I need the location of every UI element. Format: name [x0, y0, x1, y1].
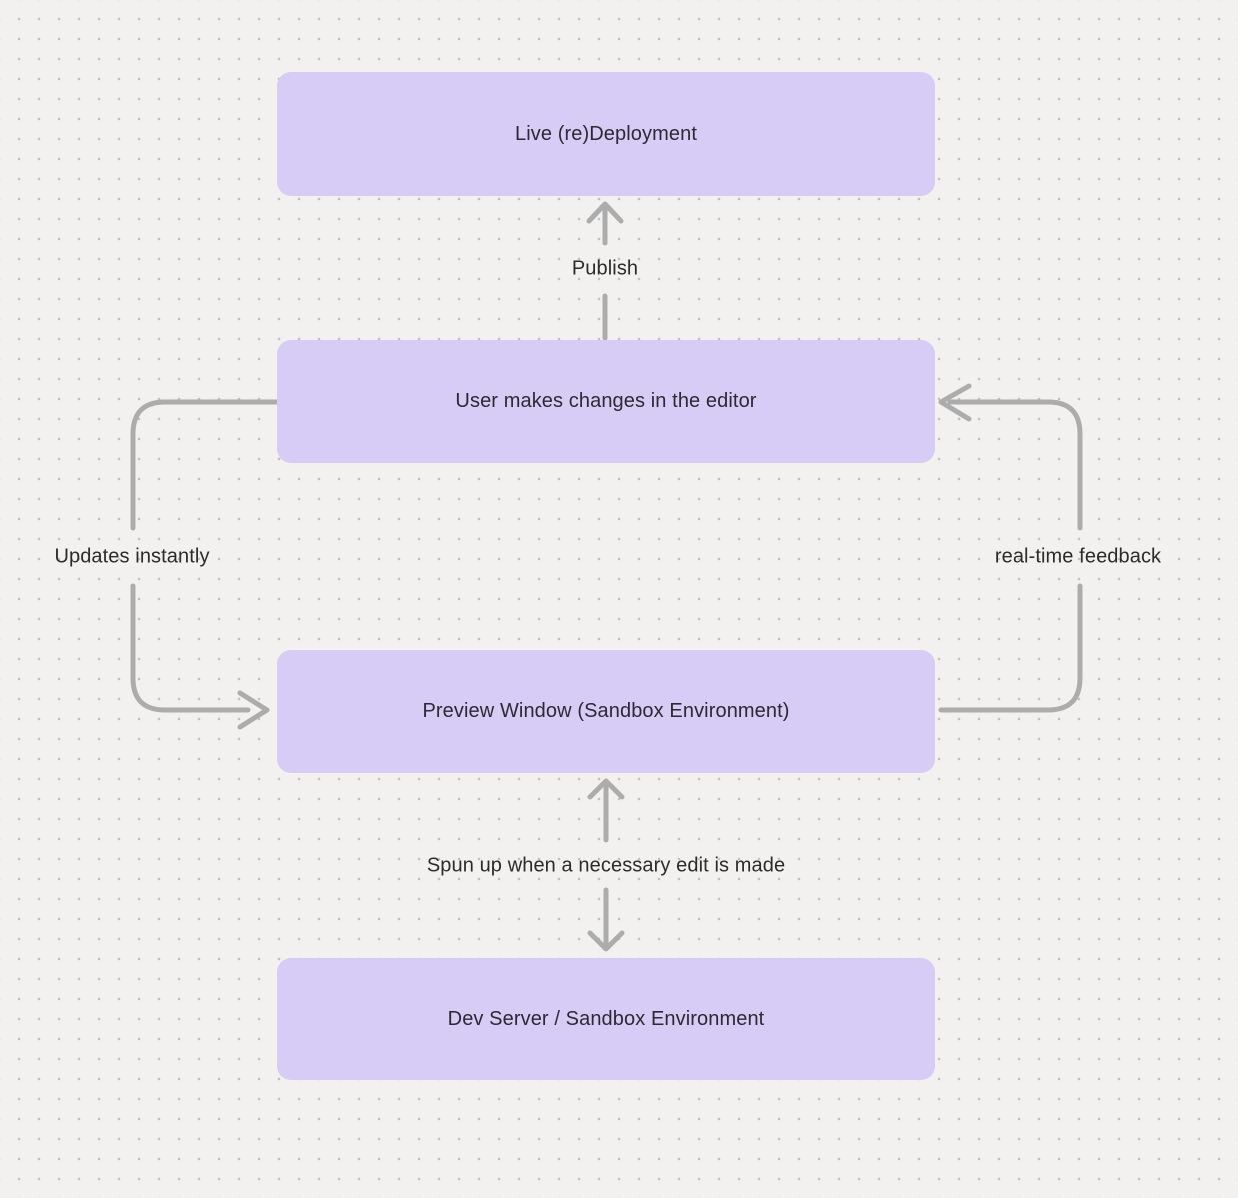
- updates-arrowhead[interactable]: [237, 690, 270, 730]
- edge-label-realtime-feedback: real-time feedback: [994, 545, 1162, 568]
- node-preview-window[interactable]: Preview Window (Sandbox Environment): [277, 650, 935, 773]
- spun-up-connector[interactable]: [587, 778, 625, 952]
- updates-connector-upper[interactable]: [130, 399, 280, 531]
- spun-up-arrowhead-up[interactable]: [587, 778, 625, 800]
- node-dev-server-label: Dev Server / Sandbox Environment: [447, 1007, 765, 1030]
- node-dev-server[interactable]: Dev Server / Sandbox Environment: [277, 958, 935, 1080]
- realtime-connector-lower[interactable]: [938, 583, 1083, 713]
- updates-connector-lower[interactable]: [130, 583, 251, 713]
- node-user-edits[interactable]: User makes changes in the editor: [277, 340, 935, 463]
- realtime-connector-upper[interactable]: [947, 399, 1083, 531]
- realtime-feedback-connector[interactable]: [938, 383, 1083, 713]
- node-preview-window-label: Preview Window (Sandbox Environment): [422, 700, 790, 722]
- node-user-edits-label: User makes changes in the editor: [455, 390, 757, 412]
- node-live-deployment-label: Live (re)Deployment: [515, 122, 697, 145]
- spun-up-arrowhead-down[interactable]: [587, 930, 625, 952]
- edge-label-updates-instantly: Updates instantly: [54, 545, 210, 568]
- edge-label-publish: Publish: [571, 257, 639, 280]
- realtime-arrowhead[interactable]: [938, 383, 972, 422]
- updates-instantly-connector[interactable]: [130, 399, 280, 730]
- node-live-deployment[interactable]: Live (re)Deployment: [277, 72, 935, 196]
- publish-arrow[interactable]: [586, 201, 624, 341]
- edge-label-spun-up: Spun up when a necessary edit is made: [426, 854, 786, 877]
